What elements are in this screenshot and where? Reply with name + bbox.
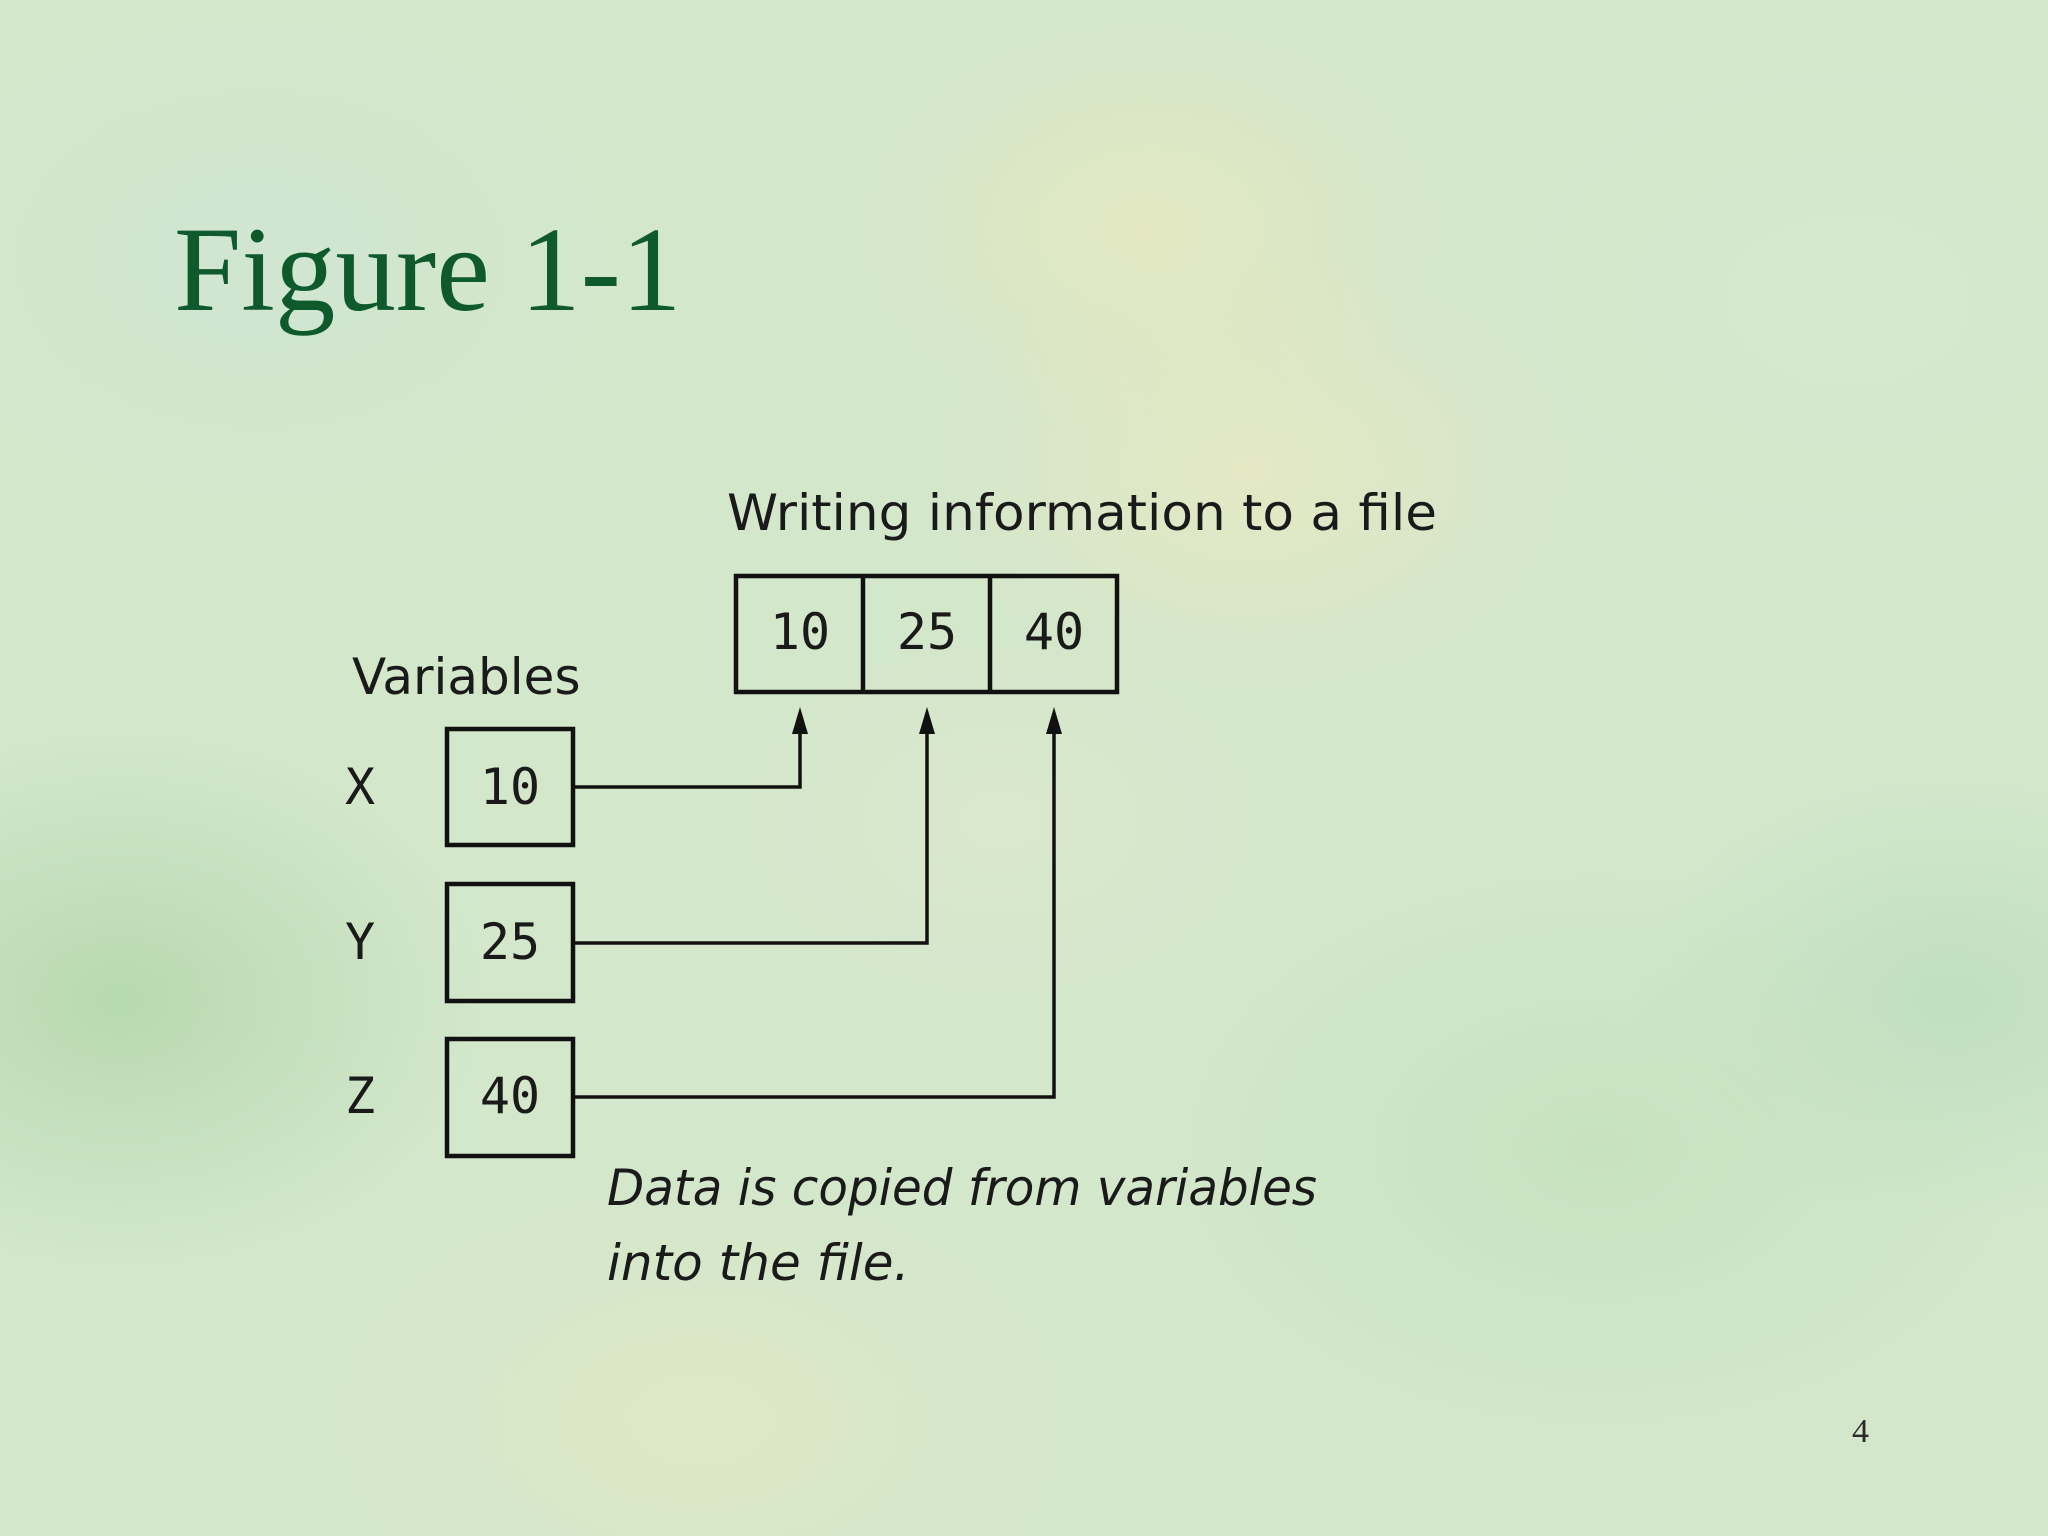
file-cell-value: 25 <box>897 603 957 661</box>
file-cell-value: 10 <box>770 603 830 661</box>
arrowhead-icon <box>792 707 808 734</box>
connector-line <box>573 730 802 789</box>
diagram-caption-line-1: Data is copied from variables <box>607 1159 1317 1217</box>
variable-x: X 10 <box>345 726 576 848</box>
diagram-heading: Writing information to a file <box>727 484 1437 542</box>
variable-z: Z 40 <box>345 1036 576 1159</box>
connector-z <box>573 707 1062 1099</box>
diagram-caption-line-2: into the file. <box>607 1234 909 1292</box>
arrowhead-icon <box>1046 707 1062 734</box>
variable-value: 25 <box>480 913 540 971</box>
variable-name: X <box>345 758 375 816</box>
file-cell-value: 40 <box>1024 603 1084 661</box>
arrowhead-icon <box>919 707 935 734</box>
page-number: 4 <box>1852 1413 1869 1450</box>
variable-name: Y <box>345 913 375 971</box>
connector-x <box>573 707 808 789</box>
file-record-outline <box>733 573 1120 695</box>
file-record: 10 25 40 <box>733 573 1120 695</box>
variable-value: 40 <box>480 1067 540 1125</box>
variable-value: 10 <box>480 758 540 816</box>
connector-line <box>573 730 929 945</box>
variable-name: Z <box>345 1067 375 1125</box>
variables-label: Variables <box>352 648 581 706</box>
connector-y <box>573 707 935 945</box>
connector-line <box>573 730 1056 1099</box>
variable-y: Y 25 <box>345 881 576 1004</box>
slide-title: Figure 1-1 <box>174 203 682 337</box>
